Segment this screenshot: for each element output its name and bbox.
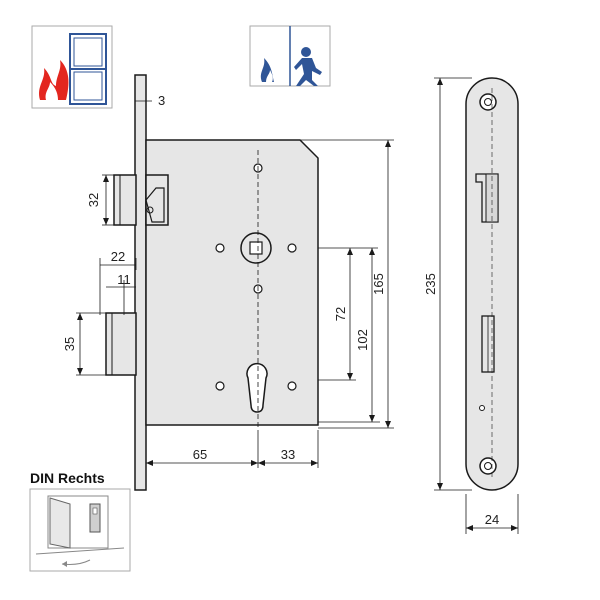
faceplate-edge — [134, 74, 147, 491]
faceplate-front-view — [465, 77, 519, 491]
dim-bolt-projection: 11 — [117, 272, 131, 287]
dim-distance-72: 72 — [333, 307, 348, 321]
dimension-arrows — [77, 78, 518, 531]
dim-faceplate-width: 24 — [485, 512, 499, 527]
latch-bolt — [113, 174, 169, 226]
dim-distance-102: 102 — [355, 329, 370, 351]
spindle-follower — [240, 232, 272, 264]
small-hole — [479, 405, 485, 411]
cylinder-cutout — [246, 362, 268, 413]
din-rechts-label: DIN Rechts — [30, 470, 105, 486]
dim-latch-height: 32 — [86, 193, 101, 207]
lock-case — [145, 139, 319, 426]
dim-backset-65: 65 — [193, 447, 207, 462]
dead-bolt — [105, 312, 137, 376]
dim-faceplate-thickness: 3 — [158, 93, 165, 108]
dimension-lines — [76, 77, 519, 534]
dim-case-depth-33: 33 — [281, 447, 295, 462]
dim-backset-latch: 22 — [111, 249, 125, 264]
din-right-door-icon — [29, 488, 131, 572]
lock-case-side-view — [105, 74, 319, 491]
mounting-holes — [215, 163, 297, 391]
escape-person-icon — [249, 25, 331, 87]
dim-faceplate-length: 235 — [423, 273, 438, 295]
fire-door-icon — [31, 25, 113, 109]
dim-bolt-height: 35 — [62, 337, 77, 351]
dim-case-height: 165 — [371, 273, 386, 295]
